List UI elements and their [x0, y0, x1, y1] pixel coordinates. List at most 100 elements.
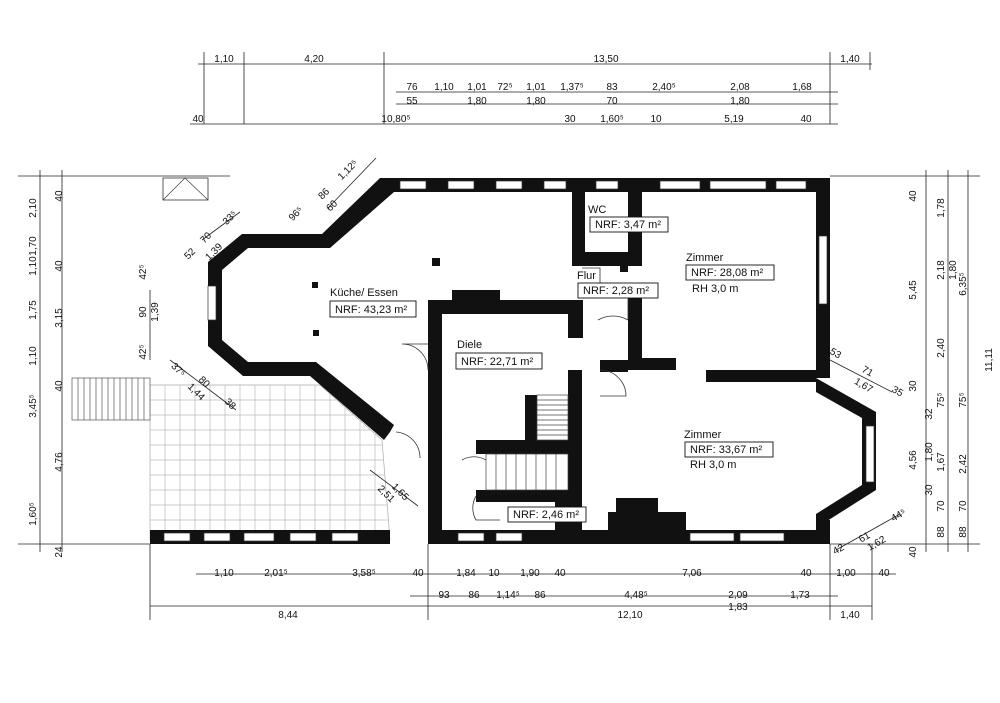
dim-top-4: 1,40 — [840, 54, 860, 65]
dim-t2u-5: 1,01 — [526, 82, 546, 93]
room-flur-box — [577, 282, 659, 299]
dim-ri-14: 70 — [936, 500, 947, 512]
room-wc-top-nrf: NRF: 3,47 m² — [595, 219, 661, 231]
dim-bt-3: 60 — [324, 198, 340, 214]
dim-lo-6: 3,45⁵ — [28, 394, 39, 418]
dim-b1-7: 1,90 — [520, 568, 540, 579]
dim-t2u-1: 76 — [406, 82, 418, 93]
room-diele-name: Diele — [457, 339, 482, 351]
room-wc-top-name: WC — [588, 204, 606, 216]
dim-t2u-8: 2,40⁵ — [652, 82, 676, 93]
dim-b2-7: 1,83 — [728, 602, 748, 613]
dim-t2l-3: 1,80 — [526, 96, 546, 107]
dim-li-4: 40 — [54, 380, 65, 392]
room-flur-nrf: NRF: 2,28 m² — [583, 285, 649, 297]
room-zimmer2-box — [684, 441, 774, 458]
dim-bt-5: 33⁵ — [221, 209, 240, 228]
dim-br-3: 1,67 — [852, 376, 875, 395]
dim-ri-12: 1,67 — [936, 452, 947, 472]
dim-lo-7: 1,60⁵ — [28, 502, 39, 526]
room-labels: Küche/ Essen NRF: 43,23 m² Diele NRF: 22… — [329, 204, 775, 523]
dim-b2-1: 93 — [438, 590, 450, 601]
dim-ri-6: 2,40 — [936, 338, 947, 358]
room-zimmer2-rh: RH 3,0 m — [690, 459, 736, 471]
dim-t2u-2: 1,10 — [434, 82, 454, 93]
dim-li-5: 4,76 — [54, 452, 65, 472]
dim-ri-7: 30 — [908, 380, 919, 392]
room-flur-name: Flur — [577, 270, 596, 282]
dim-b1-8: 40 — [554, 568, 566, 579]
dim-b1-9: 7,06 — [682, 568, 702, 579]
dim-ro-5: 70 — [958, 500, 969, 512]
dim-b1-4: 40 — [412, 568, 424, 579]
dim-top-2: 4,20 — [304, 54, 324, 65]
dim-ri-5: 1,80 — [948, 260, 959, 280]
dim-b3-2: 12,10 — [617, 610, 642, 621]
dim-t3-7: 40 — [800, 114, 812, 125]
dim-li-3: 3,15 — [54, 308, 65, 328]
dim-b1-1: 1,10 — [214, 568, 234, 579]
dim-bt-1: 96⁵ — [287, 205, 306, 224]
terrace — [71, 177, 391, 541]
room-kueche-box — [329, 300, 417, 318]
dim-lo-5: 1,10 — [28, 346, 39, 366]
room-zimmer1-nrf: NRF: 28,08 m² — [691, 267, 763, 279]
dim-b1-5: 1,84 — [456, 568, 476, 579]
dim-b2-4: 86 — [534, 590, 546, 601]
dim-lb-4: 42⁵ — [138, 344, 149, 359]
dim-b1-10: 40 — [800, 568, 812, 579]
dim-b1-11: 1,00 — [836, 568, 856, 579]
dim-b2-8: 1,73 — [790, 590, 810, 601]
dim-li-2: 40 — [54, 260, 65, 272]
dim-b3-3: 1,40 — [840, 610, 860, 621]
dim-ri-4: 2,18 — [936, 260, 947, 280]
dim-t3-5: 10 — [650, 114, 662, 125]
dim-br-7: 44⁵ — [889, 507, 908, 524]
windows — [163, 180, 875, 542]
dim-ri-2: 1,78 — [936, 198, 947, 218]
dim-t2u-9: 2,08 — [730, 82, 750, 93]
room-diele-nrf: NRF: 22,71 m² — [461, 356, 533, 368]
dim-t2l-1: 55 — [406, 96, 418, 107]
room-diele-box — [455, 352, 543, 370]
room-wc-bottom-box — [507, 506, 587, 523]
dimension-lines — [18, 52, 980, 620]
dim-ri-16: 40 — [908, 546, 919, 558]
dim-ri-15: 88 — [936, 526, 947, 538]
dim-t3-1: 40 — [192, 114, 204, 125]
dim-t3-6: 5,19 — [724, 114, 744, 125]
dim-t3-2: 10,80⁵ — [381, 114, 410, 125]
room-zimmer1-box — [685, 264, 775, 281]
dim-ro-2: 75⁵ — [958, 392, 969, 407]
dim-t3-4: 1,60⁵ — [600, 114, 624, 125]
room-wc-bottom-name: WC — [507, 492, 525, 504]
dim-top-3: 13,50 — [593, 54, 618, 65]
room-wc-top-box — [589, 216, 669, 233]
dim-br-2: 71 — [860, 364, 876, 379]
dim-t2l-4: 70 — [606, 96, 618, 107]
dim-t2u-6: 1,37⁵ — [560, 82, 584, 93]
dim-br-6: 61 — [857, 530, 873, 545]
dim-ri-13: 30 — [924, 484, 935, 496]
dim-b1-12: 40 — [878, 568, 890, 579]
dim-ro-1: 6,35⁵ — [958, 272, 969, 296]
dim-ri-9: 32 — [924, 408, 935, 420]
dim-ri-1: 40 — [908, 190, 919, 202]
dim-lb-2: 90 — [138, 306, 149, 318]
dim-top-1: 1,10 — [214, 54, 234, 65]
dim-br-4: 35 — [890, 384, 906, 399]
dim-t2l-2: 1,80 — [467, 96, 487, 107]
dim-t2u-4: 72⁵ — [497, 82, 512, 93]
dim-b2-6: 2,09 — [728, 590, 748, 601]
dim-ri-8: 75⁵ — [936, 392, 947, 407]
dim-t2l-5: 1,80 — [730, 96, 750, 107]
dim-bt-4: 1,12⁵ — [336, 158, 360, 182]
dim-lo-1: 2,10 — [28, 198, 39, 218]
dim-lo-8: 24 — [54, 546, 65, 558]
dim-ri-3: 5,45 — [908, 280, 919, 300]
room-kueche-name: Küche/ Essen — [330, 287, 398, 299]
dim-b1-3: 3,58⁵ — [352, 568, 376, 579]
dim-t2u-3: 1,01 — [467, 82, 487, 93]
dim-ri-10: 1,80 — [924, 442, 935, 462]
